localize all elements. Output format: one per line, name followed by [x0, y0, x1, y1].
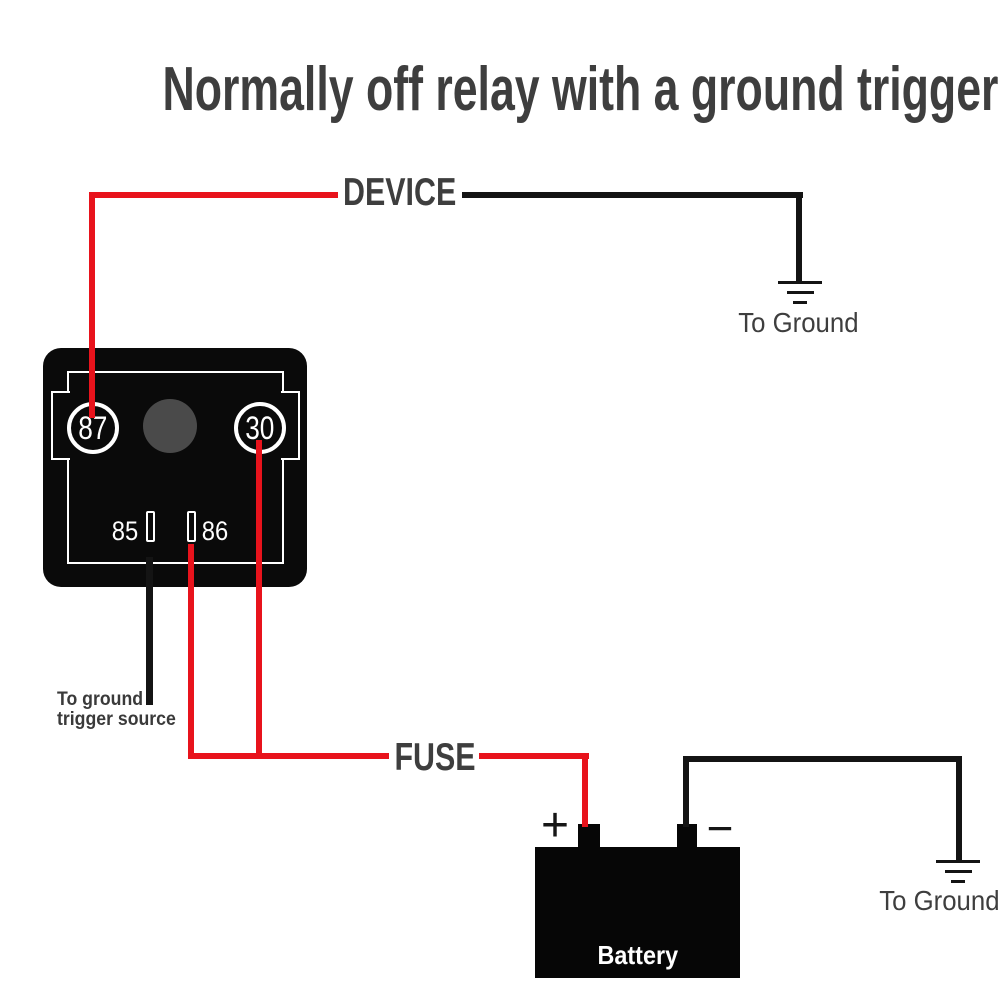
battery-terminal-negative — [677, 824, 697, 848]
relay-pin-86-label: 86 — [201, 516, 229, 546]
ground-symbol-device — [777, 281, 823, 304]
relay-slot-85 — [146, 511, 155, 542]
wire-fuse-to-battery-vertical — [582, 753, 588, 827]
diagram-title: Normally off relay with a ground trigger — [0, 54, 1000, 125]
ground-bar-narrow — [951, 880, 965, 883]
ground-bar-medium — [786, 291, 814, 294]
wire-device-to-ground-horizontal — [462, 192, 803, 198]
relay-socket-outline — [67, 371, 284, 564]
wire-pin85-to-trigger-source — [146, 557, 153, 705]
trigger-source-label: To ground trigger source — [57, 689, 176, 730]
to-ground-label-battery: To Ground — [879, 885, 1000, 916]
device-label: DEVICE — [343, 171, 457, 214]
relay-indicator-dot — [143, 399, 197, 453]
relay-body — [43, 348, 307, 587]
fuse-label: FUSE — [394, 736, 476, 779]
wire-pin30-to-fuse-vertical — [256, 440, 262, 759]
wire-pin87-to-device-vertical — [89, 192, 95, 418]
relay-pin-85-label: 85 — [111, 516, 139, 546]
wire-fuse-to-battery-horizontal — [479, 753, 589, 759]
battery-label: Battery — [597, 940, 679, 970]
wire-fuse-bus-left — [188, 753, 389, 759]
battery-plus-sign: + — [540, 799, 570, 852]
relay-pin-30-label: 30 — [245, 409, 275, 446]
to-ground-label-device: To Ground — [737, 307, 859, 338]
wire-battery-to-ground-vertical-left — [683, 757, 689, 827]
battery-body — [535, 847, 740, 978]
battery-terminal-positive — [578, 824, 600, 848]
battery-minus-sign: − — [706, 802, 734, 854]
ground-bar-narrow — [793, 301, 807, 304]
ground-bar-wide — [936, 860, 980, 863]
wire-battery-to-ground-vertical-right — [956, 756, 962, 862]
ground-bar-medium — [944, 870, 972, 873]
wire-battery-to-ground-horizontal — [683, 756, 962, 762]
wire-pin87-to-device-horizontal — [89, 192, 338, 198]
relay-socket-notch-right — [281, 391, 300, 460]
wire-pin86-to-fuse-vertical — [188, 544, 194, 759]
ground-bar-wide — [778, 281, 822, 284]
relay-socket-notch-left — [51, 391, 70, 460]
ground-symbol-battery — [935, 860, 981, 883]
diagram-title-text: Normally off relay with a ground trigger — [162, 55, 999, 124]
wire-device-to-ground-vertical — [796, 192, 802, 283]
relay-slot-86 — [187, 511, 196, 542]
